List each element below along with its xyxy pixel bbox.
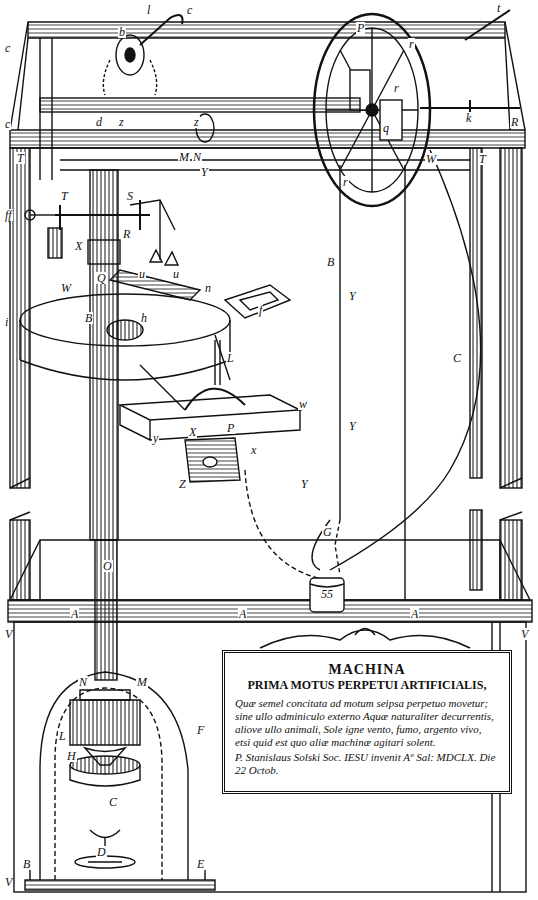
part-letter: N xyxy=(78,676,88,688)
part-letter: B xyxy=(22,858,31,870)
part-letter: y xyxy=(152,432,159,444)
part-letter: Q xyxy=(96,272,107,284)
part-letter: W xyxy=(425,153,437,165)
part-letter: R xyxy=(510,116,519,128)
part-letter: A xyxy=(238,608,247,620)
part-letter: c xyxy=(4,118,11,130)
part-letter: c xyxy=(4,42,11,54)
part-letter: D xyxy=(96,846,107,858)
part-letter: Y xyxy=(348,420,357,432)
part-letter: c xyxy=(186,4,193,16)
part-letter: l xyxy=(146,4,151,16)
part-letter: V xyxy=(4,628,13,640)
part-letter: M xyxy=(136,676,148,688)
part-letter: X xyxy=(74,240,83,252)
part-letter: P xyxy=(356,22,365,34)
part-letter: O xyxy=(102,560,113,572)
part-letter: ff xyxy=(4,209,13,221)
part-letter: n xyxy=(204,282,212,294)
part-letter: T xyxy=(478,153,487,165)
part-letter: A xyxy=(410,608,419,620)
part-letter: z xyxy=(193,116,200,128)
part-letter: V xyxy=(520,628,529,640)
plaque-text: Quæ semel concitata ad motum seipsa perp… xyxy=(235,697,499,749)
part-letter: b xyxy=(118,26,126,38)
part-letter: B xyxy=(84,312,93,324)
part-letter: Y xyxy=(300,478,309,490)
part-letter: F xyxy=(196,724,205,736)
part-letter: k xyxy=(465,112,472,124)
part-letter: P xyxy=(226,422,235,434)
plaque-heading: MACHINA xyxy=(235,661,499,678)
part-letter: w xyxy=(298,398,308,410)
part-letter: L xyxy=(58,730,67,742)
part-letter: h xyxy=(140,312,148,324)
part-letter: W xyxy=(60,282,72,294)
part-letter: T xyxy=(60,190,69,202)
part-letter: r xyxy=(408,38,415,50)
part-letter: E xyxy=(196,858,205,870)
plaque-text: P. Stanislaus Solski Soc. IESU invenit A… xyxy=(235,751,499,777)
part-letter: X xyxy=(188,426,197,438)
part-letter: i xyxy=(4,316,9,328)
part-letter: Y xyxy=(348,290,357,302)
part-letter: d xyxy=(95,116,103,128)
part-letter: V xyxy=(4,876,13,888)
part-letter: x xyxy=(250,444,257,456)
part-letter: f xyxy=(258,304,263,316)
part-letter: C xyxy=(452,352,462,364)
part-letter: z xyxy=(118,116,125,128)
part-letter: A xyxy=(70,608,79,620)
inscription-plaque: MACHINAPRIMA MOTUS PERPETUI ARTIFICIALIS… xyxy=(222,650,512,794)
part-letter: u xyxy=(172,268,180,280)
part-letter: B xyxy=(326,256,335,268)
part-letter: L xyxy=(226,352,235,364)
part-letter: H xyxy=(66,750,77,762)
part-letter: t xyxy=(496,2,501,14)
plaque-heading: PRIMA MOTUS PERPETUI ARTIFICIALIS, xyxy=(235,678,499,693)
part-letter: Y xyxy=(200,166,209,178)
part-letter: u xyxy=(138,268,146,280)
part-letter: Z xyxy=(178,478,187,490)
part-letter: T xyxy=(16,152,25,164)
part-letter: C xyxy=(108,796,118,808)
part-letter: R xyxy=(122,228,131,240)
part-letter: r xyxy=(342,176,349,188)
part-letter: M xyxy=(178,151,190,163)
part-letter: G xyxy=(322,526,333,538)
part-letter: q xyxy=(382,122,390,134)
part-letter: 55 xyxy=(320,588,334,600)
part-letter: S xyxy=(126,190,134,202)
part-letter: N xyxy=(192,151,202,163)
part-letter: r xyxy=(393,82,400,94)
